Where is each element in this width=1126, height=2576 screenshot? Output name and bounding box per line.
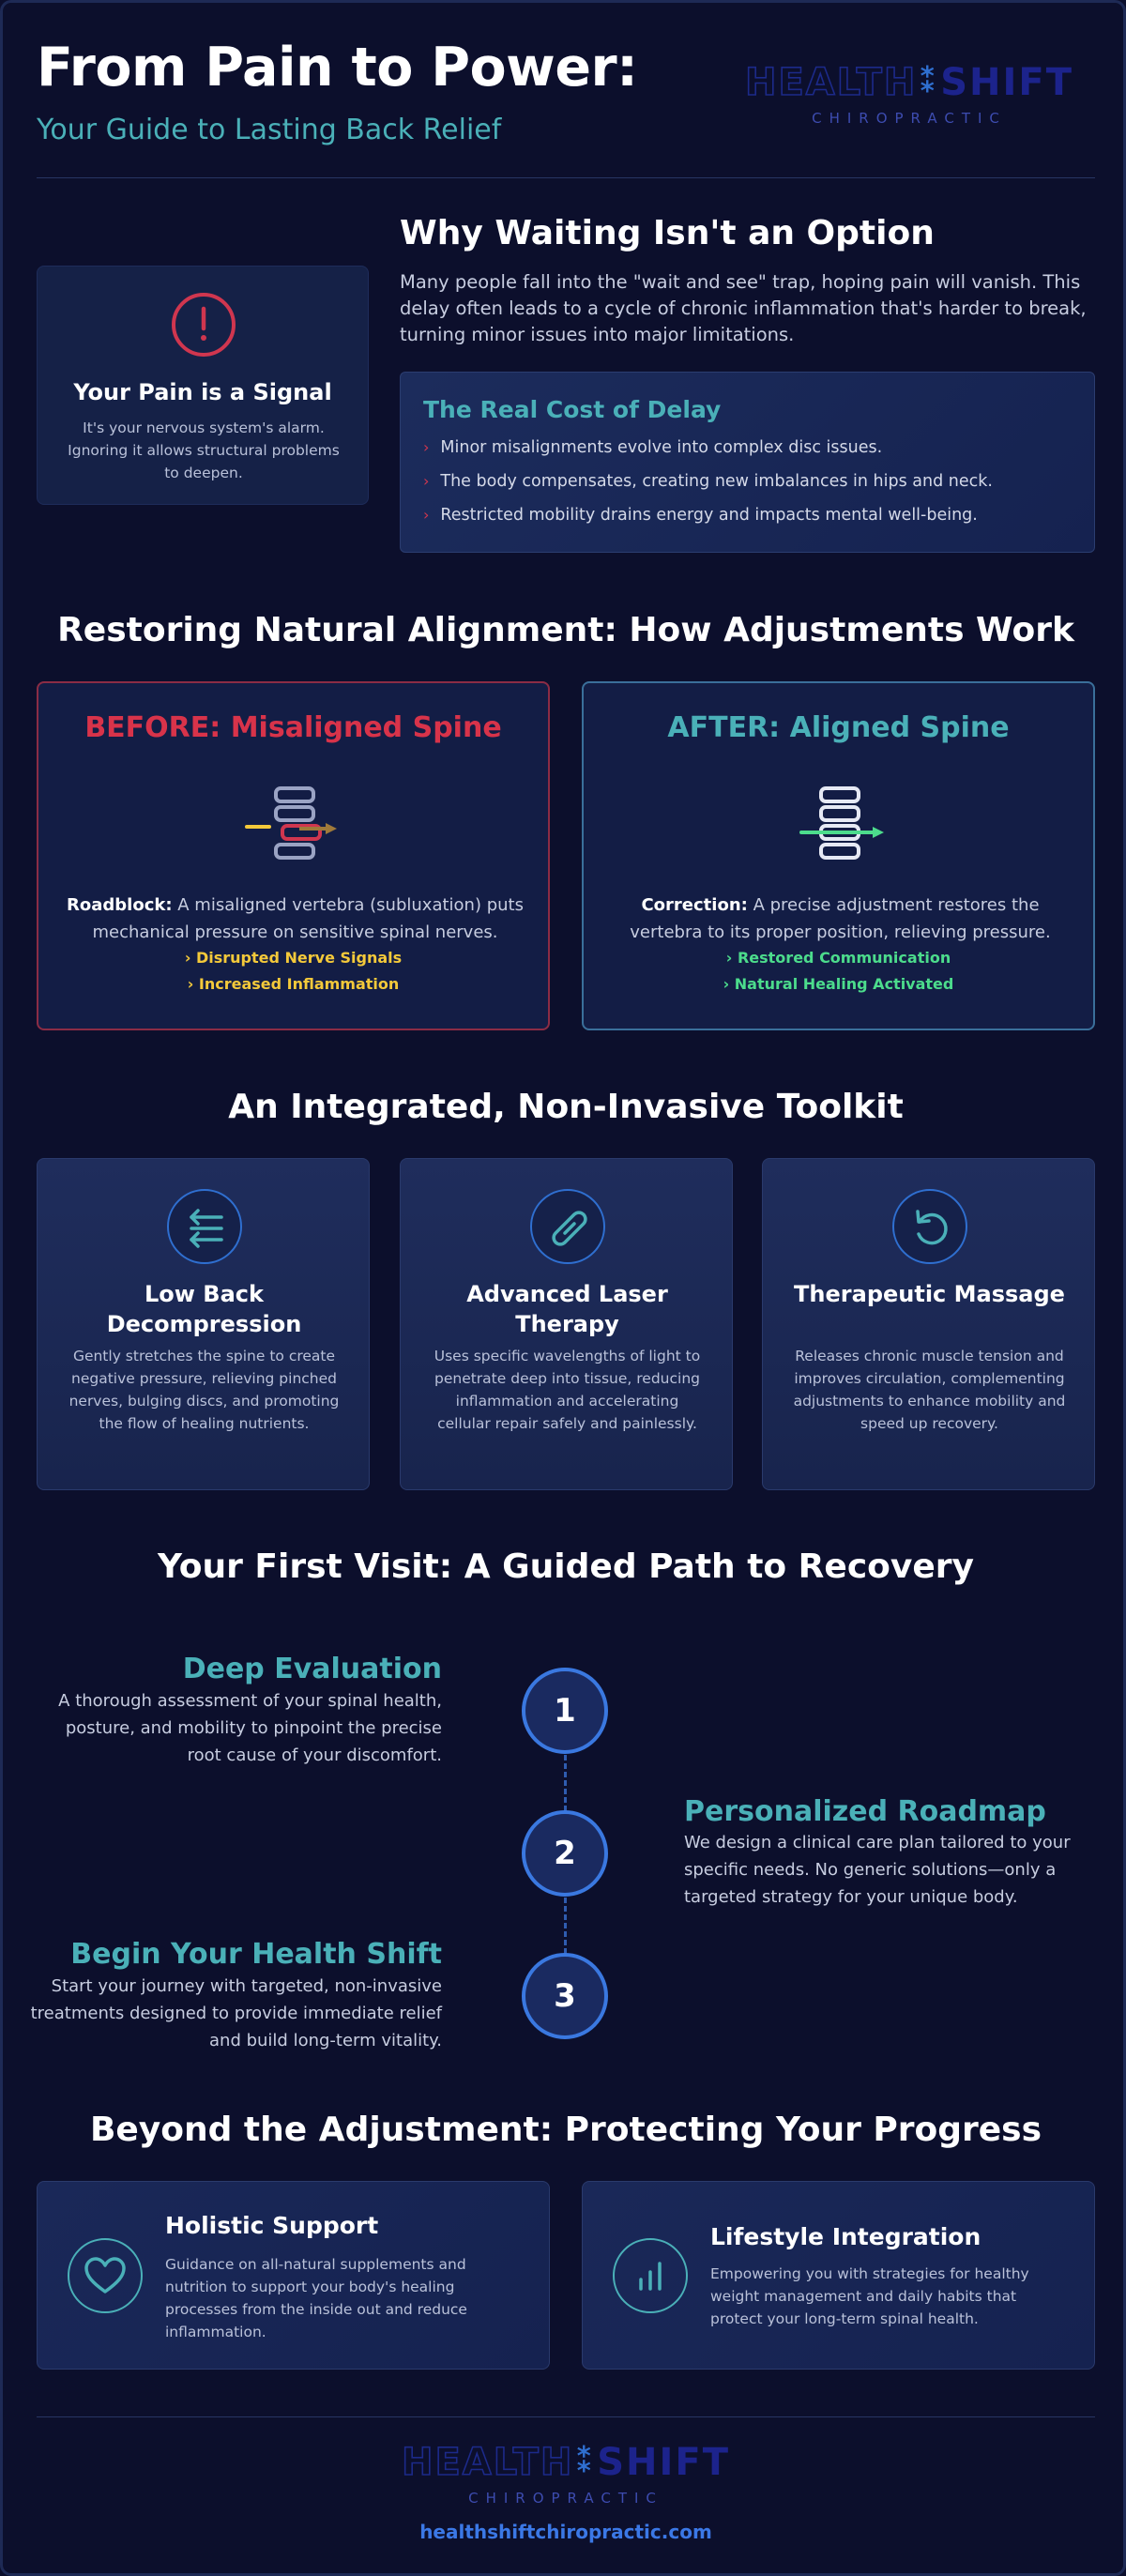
list-item: › The body compensates, creating new imba… — [423, 472, 1080, 506]
toolkit-card-title: Low Back Decompression — [106, 1281, 302, 1337]
step-1-circle: 1 — [522, 1668, 608, 1754]
step-3-text: Start your journey with targeted, non-in… — [30, 1976, 442, 2050]
toolkit-card-decompression: Low Back Decompression Gently stretches … — [37, 1158, 370, 1490]
after-description: A precise adjustment restores the verteb… — [630, 895, 1051, 942]
list-item-text: Minor misalignments evolve into complex … — [440, 438, 883, 457]
after-tags: › Restored Communication › Natural Heali… — [584, 949, 1093, 1001]
toolkit-card-title: Therapeutic Massage — [794, 1281, 1065, 1307]
misaligned-spine-icon — [245, 786, 337, 860]
before-card: BEFORE: Misaligned Spine Roadblock: A mi… — [37, 681, 550, 1030]
list-item: › Minor misalignments evolve into complex… — [423, 438, 1080, 472]
before-title: BEFORE: Misaligned Spine — [84, 711, 502, 744]
step-3-circle: 3 — [522, 1953, 608, 2039]
lifestyle-integration-card: Lifestyle Integration Empowering you wit… — [582, 2181, 1095, 2370]
logo-word-right: SHIFT — [597, 2441, 730, 2484]
pain-signal-title: Your Pain is a Signal — [73, 379, 332, 405]
header: From Pain to Power: Your Guide to Lastin… — [37, 37, 1095, 177]
list-item: › Restricted mobility drains energy and i… — [423, 506, 1080, 540]
after-tag: › Restored Communication — [725, 949, 951, 967]
after-title: AFTER: Aligned Spine — [667, 711, 1010, 744]
spine-icon: ⁑ — [919, 62, 939, 100]
lifestyle-integration-title: Lifestyle Integration — [710, 2223, 981, 2250]
chevron-right-icon: › — [423, 506, 430, 524]
after-tag: › Natural Healing Activated — [723, 975, 954, 993]
logo-word-left: HEALTH — [744, 60, 918, 105]
pain-signal-text: It's your nervous system's alarm. Ignori… — [68, 419, 340, 481]
cost-of-delay-list: › Minor misalignments evolve into complex… — [423, 438, 1080, 540]
header-divider — [37, 177, 1095, 178]
before-tag: › Increased Inflammation — [187, 975, 400, 993]
pain-signal-card: Your Pain is a Signal It's your nervous … — [37, 266, 369, 505]
holistic-support-text: Guidance on all-natural supplements and … — [165, 2256, 467, 2340]
before-text: Roadblock: A misaligned vertebra (sublux… — [67, 892, 524, 946]
step-connector — [564, 1755, 567, 1811]
beyond-title: Beyond the Adjustment: Protecting Your P… — [89, 2111, 1042, 2149]
toolkit-card-text: Releases chronic muscle tension and impr… — [793, 1348, 1066, 1432]
rotate-icon — [892, 1189, 967, 1264]
spine-icon: ⁑ — [575, 2442, 596, 2480]
step-2-circle: 2 — [522, 1810, 608, 1897]
bar-chart-icon — [613, 2238, 688, 2313]
before-tag: › Disrupted Nerve Signals — [184, 949, 403, 967]
page-title: From Pain to Power: — [37, 37, 638, 99]
holistic-support-card: Holistic Support Guidance on all-natural… — [37, 2181, 550, 2370]
before-tags: › Disrupted Nerve Signals › Increased In… — [38, 949, 548, 1001]
after-text: Correction: A precise adjustment restore… — [612, 892, 1069, 946]
aligned-spine-icon — [799, 786, 884, 860]
step-3-title: Begin Your Health Shift — [70, 1938, 442, 1971]
why-text: Many people fall into the "wait and see"… — [400, 271, 1087, 345]
why-title: Why Waiting Isn't an Option — [400, 214, 935, 252]
toolkit-card-laser: Advanced Laser Therapy Uses specific wav… — [400, 1158, 733, 1490]
visit-title: Your First Visit: A Guided Path to Recov… — [157, 1547, 974, 1586]
toolkit-card-massage: Therapeutic Massage Releases chronic mus… — [762, 1158, 1095, 1490]
toolkit-card-text: Uses specific wavelengths of light to pe… — [434, 1348, 701, 1432]
step-1-title: Deep Evaluation — [182, 1653, 442, 1685]
step-2-text: We design a clinical care plan tailored … — [684, 1833, 1071, 1907]
logo-wordmark: HEALTH⁑SHIFT — [397, 2440, 735, 2485]
step-1-text: A thorough assessment of your spinal hea… — [58, 1691, 442, 1765]
before-label: Roadblock: — [67, 895, 173, 915]
heart-icon — [68, 2238, 143, 2313]
chevron-right-icon: › — [423, 438, 430, 456]
list-item-text: The body compensates, creating new imbal… — [440, 472, 993, 491]
decompression-arrows-icon — [167, 1189, 242, 1264]
website-link[interactable]: healthshiftchiropractic.com — [419, 2521, 712, 2543]
page-subtitle: Your Guide to Lasting Back Relief — [37, 114, 502, 146]
after-card: AFTER: Aligned Spine Correction: A preci… — [582, 681, 1095, 1030]
holistic-support-title: Holistic Support — [165, 2212, 379, 2239]
after-label: Correction: — [641, 895, 748, 915]
cost-of-delay-title: The Real Cost of Delay — [423, 396, 722, 423]
list-item-text: Restricted mobility drains energy and im… — [440, 506, 978, 525]
step-2-title: Personalized Roadmap — [684, 1795, 1046, 1828]
alert-circle-icon — [172, 293, 236, 357]
alignment-title: Restoring Natural Alignment: How Adjustm… — [57, 611, 1074, 649]
logo-word-right: SHIFT — [940, 61, 1073, 104]
logo-word-left: HEALTH — [401, 2440, 574, 2485]
logo-tagline: CHIROPRACTIC — [468, 2490, 663, 2507]
toolkit-card-title: Advanced Laser Therapy — [466, 1281, 668, 1337]
brand-logo: HEALTH⁑SHIFT CHIROPRACTIC — [740, 60, 1078, 155]
before-description: A misaligned vertebra (subluxation) puts… — [92, 895, 524, 942]
lifestyle-integration-text: Empowering you with strategies for healt… — [710, 2265, 1029, 2327]
footer-divider — [37, 2416, 1095, 2417]
toolkit-title: An Integrated, Non-Invasive Toolkit — [228, 1088, 904, 1126]
logo-tagline: CHIROPRACTIC — [812, 110, 1007, 127]
logo-wordmark: HEALTH⁑SHIFT — [740, 60, 1078, 105]
laser-icon — [530, 1189, 605, 1264]
toolkit-card-text: Gently stretches the spine to create neg… — [68, 1348, 340, 1432]
chevron-right-icon: › — [423, 472, 430, 490]
footer-logo: HEALTH⁑SHIFT CHIROPRACTIC — [397, 2440, 735, 2516]
step-connector — [564, 1898, 567, 1954]
cost-of-delay-box: The Real Cost of Delay › Minor misalignme… — [400, 372, 1095, 553]
